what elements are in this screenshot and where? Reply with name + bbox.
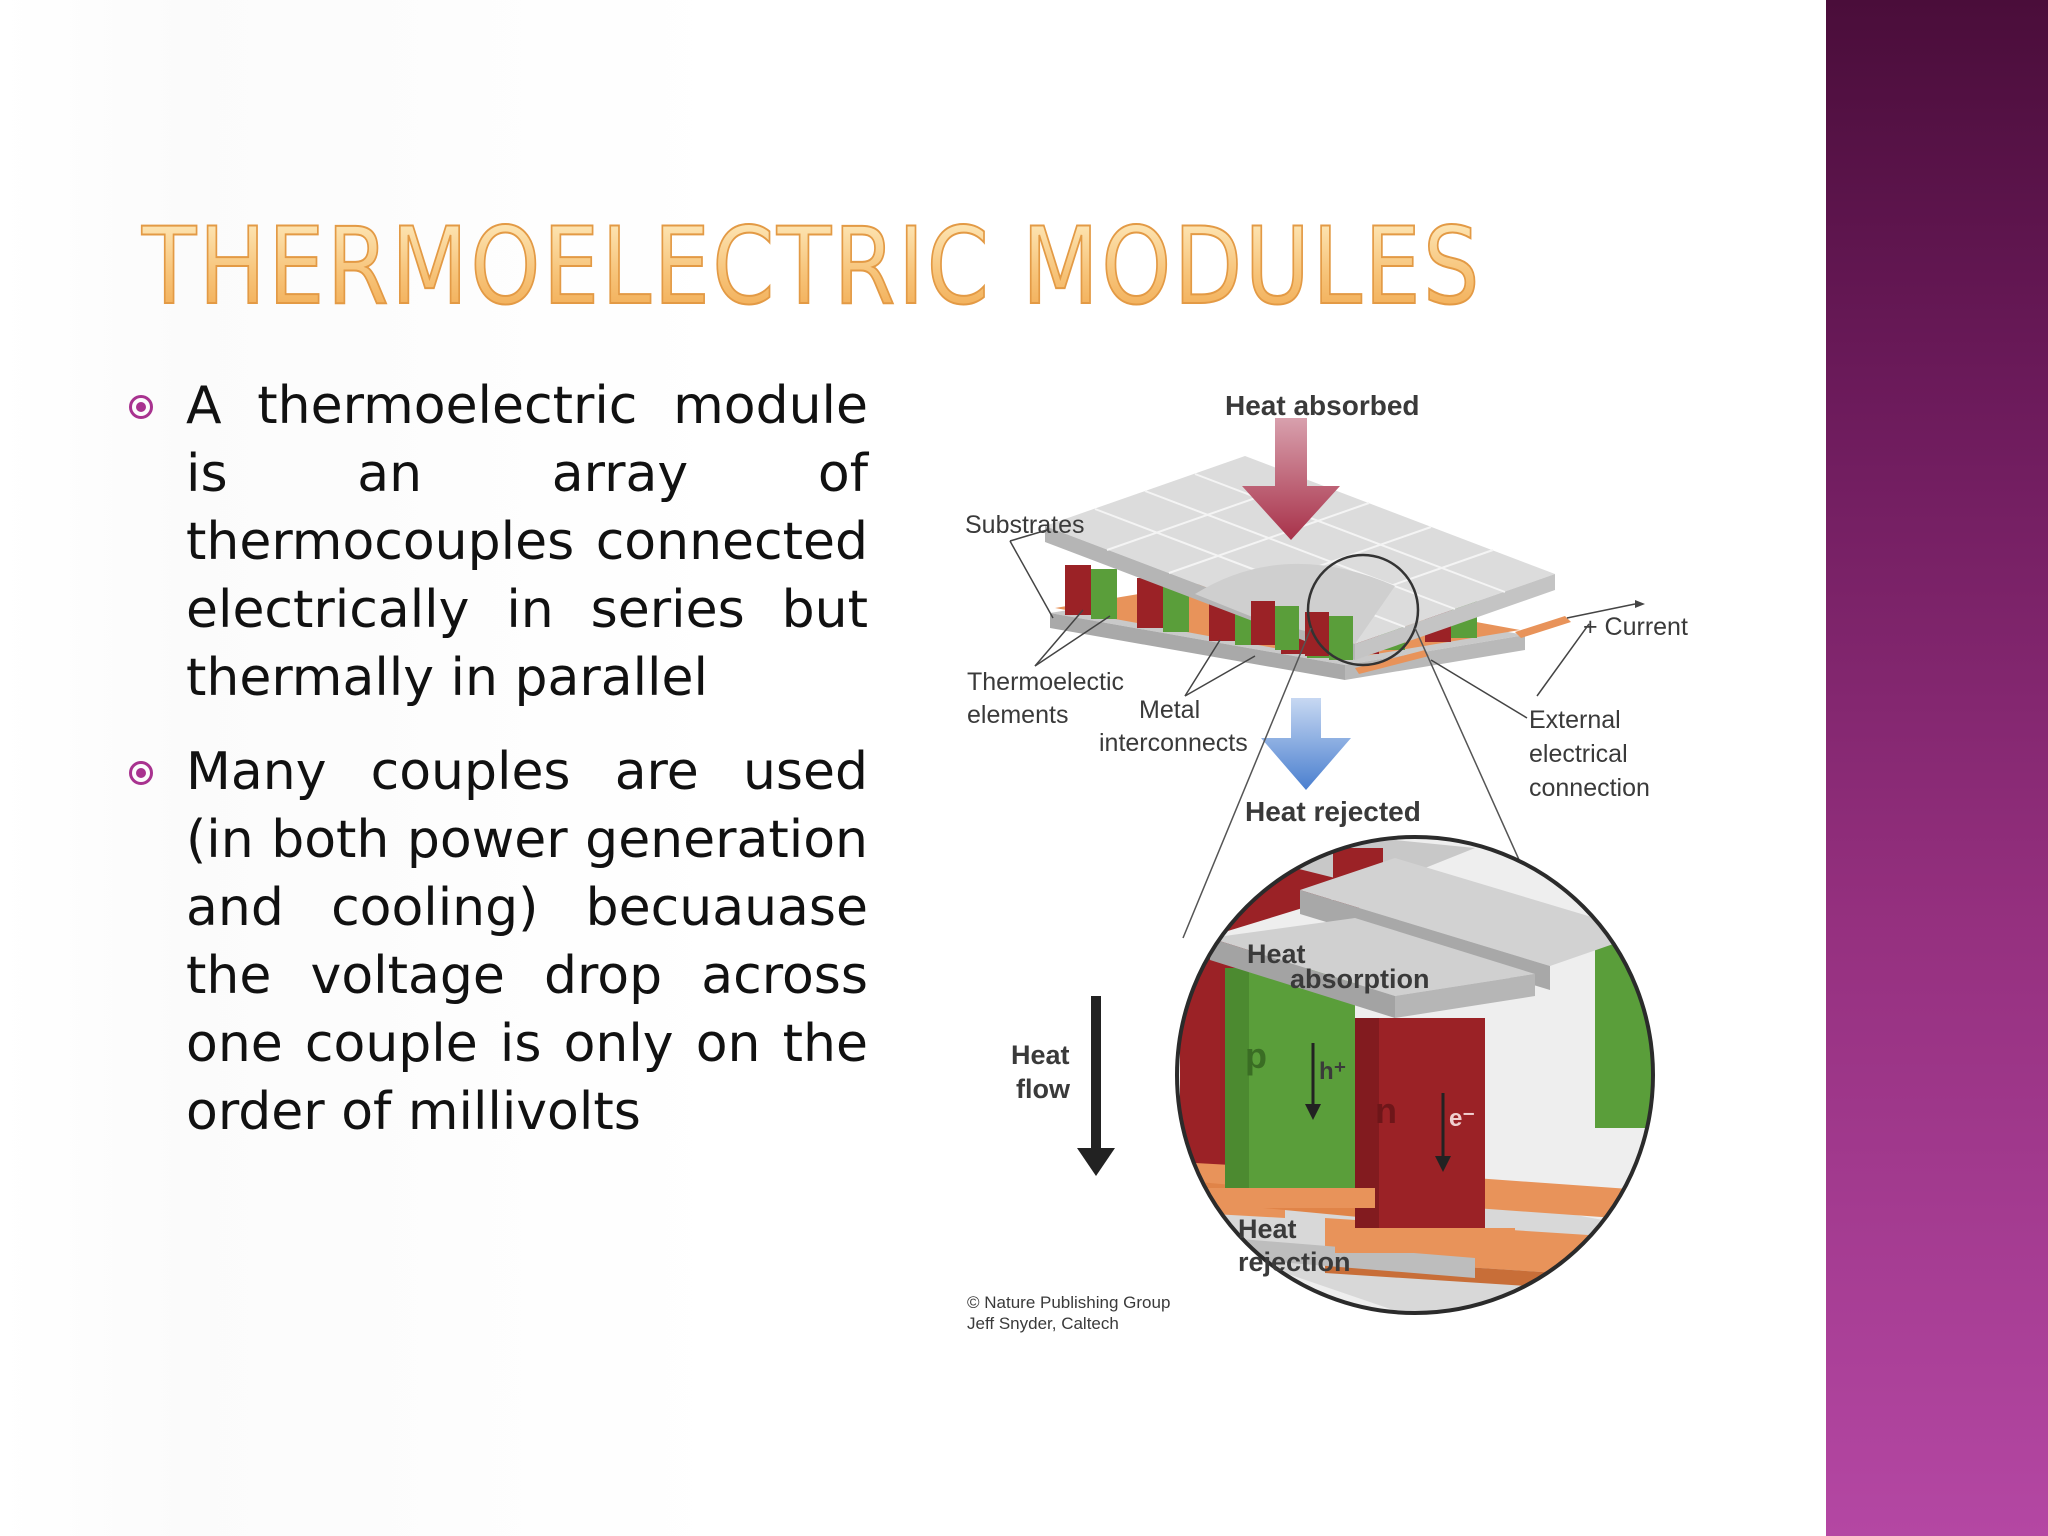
zoom-top-plate-front [1210,918,1535,996]
bullet-item: A thermoelectric module is an array of t… [128,372,868,712]
external-connection-label-1: External [1529,706,1621,734]
external-connection-label-3: connection [1529,774,1650,802]
decorative-side-band [1826,0,2048,1536]
bullet-item: Many couples are used (in both power gen… [128,738,868,1146]
substrates-label: Substrates [965,511,1085,539]
heat-absorption-label-2: absorption [1290,964,1430,994]
current-lead [1515,616,1571,638]
thermoelectric-module-diagram: Heat absorbed Heat rejected Substrates +… [955,378,1705,1346]
circle-dot-icon [129,395,153,419]
slide-title-text: THERMOELECTRIC MODULES [141,205,1482,328]
credit-line-2: Jeff Snyder, Caltech [967,1314,1119,1333]
p-type-label: p [1245,1035,1267,1076]
zoom-marker-circle [1306,553,1420,667]
metal-interconnects-label-1: Metal [1139,696,1200,724]
heat-rejected-arrow-icon [1261,698,1351,790]
zoom-detail [1175,835,1655,1315]
thermoelectric-elements-label-1: Thermoelectic [967,668,1124,696]
electron-arrow-icon [1435,1093,1451,1172]
substrates-leaders [1009,529,1054,619]
heat-absorption-label-1: Heat [1247,939,1306,969]
external-leaders [1430,623,1590,719]
module-assembly [1045,456,1645,680]
heat-rejection-label-2: rejection [1238,1247,1351,1277]
heat-absorbed-label: Heat absorbed [1225,390,1420,421]
current-label: + Current [1583,613,1688,641]
bullet-list: A thermoelectric module is an array of t… [128,372,868,1172]
credit-line-1: © Nature Publishing Group [967,1293,1170,1312]
bullet-text: A thermoelectric module is an array of t… [186,376,868,708]
zoom-outline-circle [1175,835,1655,1315]
n-type-label: n [1375,1090,1397,1131]
heat-flow-label-2: flow [1016,1074,1071,1104]
metal-leaders [1184,639,1256,697]
heat-flow-label-1: Heat [1011,1040,1070,1070]
heat-absorbed-arrow-icon [1242,418,1340,540]
metal-interconnects-label-2: interconnects [1099,729,1248,757]
thermoelectric-elements-label-2: elements [967,701,1068,729]
hole-label: h⁺ [1319,1058,1346,1085]
bullet-text: Many couples are used (in both power gen… [186,742,868,1142]
heat-rejection-label-1: Heat [1238,1214,1297,1244]
circle-dot-icon [129,761,153,785]
electron-label: e⁻ [1449,1105,1475,1132]
heat-flow-arrow-icon [1077,996,1115,1176]
slide-title: THERMOELECTRIC MODULES [140,204,1542,329]
external-lead [1355,650,1429,674]
external-connection-label-2: electrical [1529,740,1628,768]
hole-arrow-icon [1305,1043,1321,1120]
thermoelectric-leaders [1034,609,1111,667]
zoom-top-plate-back [1300,858,1645,966]
heat-rejected-label: Heat rejected [1245,796,1421,827]
